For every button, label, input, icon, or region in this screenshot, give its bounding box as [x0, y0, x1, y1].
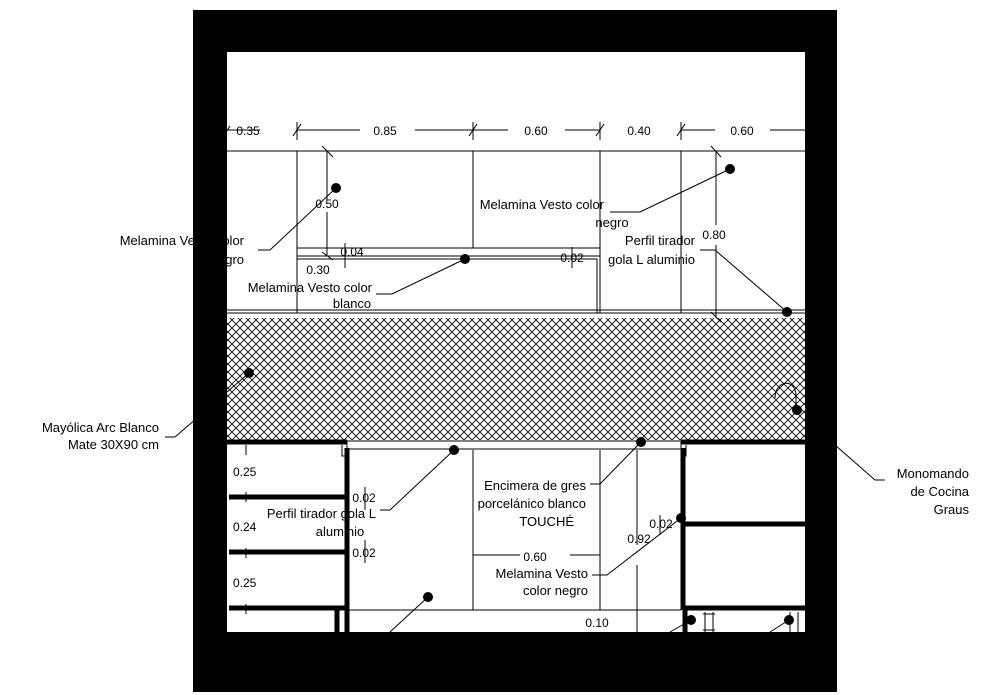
- dimension-label: 0.02: [352, 546, 376, 560]
- label-mayolica: Mayólica Arc Blanco: [42, 420, 159, 435]
- label-perfil-upper: gola L aluminio: [608, 252, 695, 267]
- dimension-label: 0.30: [306, 263, 330, 277]
- label-melamina-negro-right: Melamina Vesto color: [480, 197, 605, 212]
- dimension-label: 0.02: [649, 517, 673, 531]
- label-encimera: porcelánico blanco: [478, 496, 586, 511]
- dimension-label: 0.40: [627, 124, 651, 138]
- label-monomando: Monomando: [897, 466, 969, 481]
- base-cabinets: [227, 439, 805, 632]
- dimension-label: 0.35: [236, 124, 260, 138]
- label-melamina-negro-left: Melamina Vesto color: [120, 233, 245, 248]
- annotation-leaders: [165, 164, 885, 633]
- dimension-label: 0.60: [523, 550, 547, 564]
- dimension-label: 0.10: [585, 616, 609, 630]
- label-perfil-lower: Perfil tirador gola L: [267, 506, 376, 521]
- dimension-label: 0.04: [340, 245, 364, 259]
- label-melamina-negro-right: negro: [595, 215, 628, 230]
- label-encimera: TOUCHÉ: [519, 514, 574, 529]
- dimension-label: 0.92: [627, 532, 651, 546]
- label-mayolica: Mate 30X90 cm: [68, 437, 159, 452]
- top-dimension-line: [224, 122, 805, 140]
- label-melamina-negro-lower: Melamina Vesto: [496, 566, 589, 581]
- dimension-label: 0.50: [315, 197, 339, 211]
- label-melamina-negro-lower: color negro: [523, 583, 588, 598]
- dimension-label: 0.60: [730, 124, 754, 138]
- dimension-label: 0.60: [524, 124, 548, 138]
- backsplash-tile-hatch: [227, 318, 805, 440]
- dimension-label: 0.25: [233, 465, 257, 479]
- faucet: [774, 382, 797, 410]
- dimension-label: 0.25: [233, 576, 257, 590]
- label-perfil-lower: aluminio: [316, 524, 364, 539]
- dimension-label: 0.80: [702, 228, 726, 242]
- label-melamina-negro-left: negro: [211, 252, 244, 267]
- dimension-label: 0.85: [373, 124, 397, 138]
- label-melamina-blanco: blanco: [333, 296, 371, 311]
- dimension-label: 0.02: [352, 491, 376, 505]
- label-perfil-upper: Perfil tirador: [625, 233, 696, 248]
- label-melamina-blanco: Melamina Vesto color: [248, 280, 373, 295]
- label-monomando: Graus: [934, 502, 970, 517]
- upper-cabinets: [227, 145, 805, 323]
- dimension-label: 0.24: [233, 520, 257, 534]
- label-monomando: de Cocina: [910, 484, 969, 499]
- dimension-label: 0.02: [560, 251, 584, 265]
- label-encimera: Encimera de gres: [484, 478, 586, 493]
